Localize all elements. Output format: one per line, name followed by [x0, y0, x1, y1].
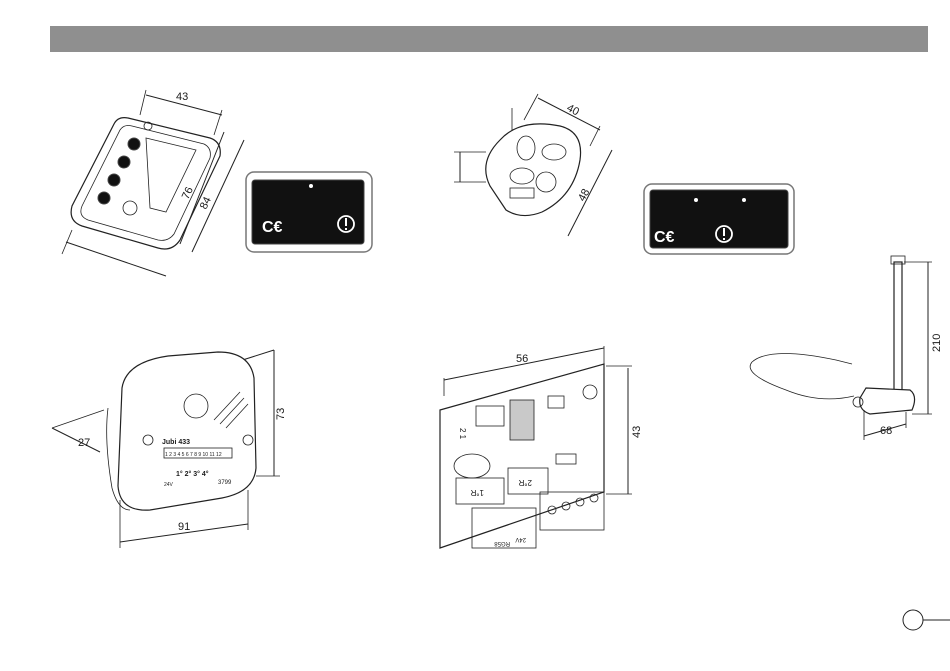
label-plate-1: C€	[246, 172, 372, 252]
dim-receiver-depth: 27	[78, 437, 90, 449]
board-relay-2-label: 2°R	[518, 478, 532, 487]
page-marker	[903, 610, 950, 630]
antenna-base	[860, 388, 915, 414]
dim-remote-large-width: 43	[176, 91, 188, 103]
remote-large-button-4	[98, 192, 110, 204]
receiver-code-label: 3799	[218, 480, 232, 486]
remote-large-button-1	[128, 138, 140, 150]
dim-receiver-width: 91	[178, 521, 190, 533]
dim-remote-small-width: 40	[565, 102, 581, 118]
receiver-dip-numbers: 1 2 3 4 5 6 7 8 9 10 11 12	[165, 452, 222, 458]
board-relay-1-label: 1°R	[470, 488, 484, 497]
dim-board-width: 56	[516, 353, 528, 365]
remote-small: 40 48	[454, 94, 612, 236]
dim-antenna-base: 68	[880, 425, 892, 437]
label-plate-2: C€	[644, 184, 794, 254]
receiver-voltage-label: 24V	[164, 482, 174, 488]
remote-large-button-3	[108, 174, 120, 186]
dim-remote-small-height: 48	[576, 187, 592, 203]
remote-small-body	[486, 124, 581, 216]
receiver-channels-label: 1° 2° 3° 4°	[176, 470, 209, 478]
board-body	[440, 364, 604, 548]
dim-antenna-height: 210	[931, 334, 943, 352]
antenna-cable	[750, 353, 854, 398]
receiver-model-label: Jubi 433	[162, 439, 190, 446]
receiver: 73 Jubi 433 1 2 3 4 5 6 7 8 9 10 11 12 1…	[52, 350, 287, 548]
ce-mark-icon: C€	[262, 219, 283, 236]
ce-mark-icon-2: C€	[654, 229, 675, 246]
board-voltage-label: 24V	[515, 536, 526, 542]
receiver-body	[118, 352, 256, 510]
board-connector-numbers: 2 1	[458, 428, 467, 440]
circuit-board: 56 43 2 1 1°R 2°R 24V RG58	[440, 346, 643, 548]
remote-large-button-2	[118, 156, 130, 168]
remote-large: 43 76 84	[62, 90, 244, 276]
dim-receiver-height: 73	[275, 408, 287, 420]
antenna: 210 68	[750, 256, 943, 440]
board-terminal-label: RG58	[494, 540, 510, 546]
dim-board-height: 43	[631, 426, 643, 438]
antenna-rod	[894, 262, 902, 398]
